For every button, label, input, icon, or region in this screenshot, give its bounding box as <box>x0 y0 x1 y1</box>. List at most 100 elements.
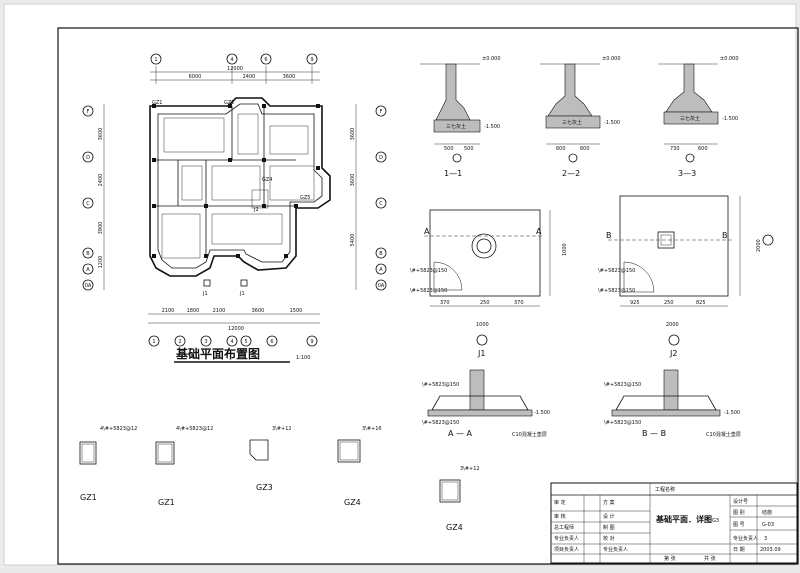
svg-text:1800: 1800 <box>187 308 200 314</box>
svg-text:-1.500: -1.500 <box>604 120 620 126</box>
svg-text:4\#+5823@12: 4\#+5823@12 <box>100 426 137 432</box>
svg-text:\#+5823@150: \#+5823@150 <box>604 420 641 426</box>
svg-text:第 张: 第 张 <box>664 555 676 562</box>
svg-text:-1.500: -1.500 <box>724 410 740 416</box>
svg-text:三七灰土: 三七灰土 <box>562 119 582 126</box>
column-gz3-label: GZ3 <box>256 483 273 492</box>
svg-text:\#+5823@150: \#+5823@150 <box>422 420 459 426</box>
svg-text:C: C <box>86 201 90 207</box>
drawing-frame <box>57 27 799 565</box>
dim-bottom-total: 12000 <box>228 326 244 332</box>
top-axis-bubbles: 1 4 6 9 <box>150 53 318 65</box>
svg-text:0A: 0A <box>378 283 385 289</box>
column-gz4-label: GZ4 <box>344 498 361 507</box>
svg-text:图 别: 图 别 <box>733 509 745 516</box>
svg-text:G3: G3 <box>712 518 719 524</box>
svg-text:0A: 0A <box>85 283 92 289</box>
section-b-b: \#+5823@150 \#+5823@150 -1.500 B — B C10… <box>604 369 741 438</box>
svg-text:B: B <box>722 231 728 240</box>
svg-text:2000: 2000 <box>756 239 762 252</box>
svg-text:\#+5823@150: \#+5823@150 <box>410 268 447 274</box>
svg-text:共 张: 共 张 <box>704 555 716 562</box>
column-details: 4\#+5823@12 GZ1 4\#+5823@12 GZ1 3\#+12 G… <box>79 426 480 532</box>
svg-text:\#+5823@150: \#+5823@150 <box>604 382 641 388</box>
svg-text:制 图: 制 图 <box>603 524 615 531</box>
section-3-3: ±0.000 -1.500 三七灰土 730 600 3—3 <box>658 56 739 178</box>
svg-text:\#+5823@150: \#+5823@150 <box>410 288 447 294</box>
svg-text:F: F <box>380 109 383 115</box>
svg-text:3600: 3600 <box>98 128 104 141</box>
svg-text:250: 250 <box>480 300 490 306</box>
plan-title: 基础平面布置图 <box>175 346 260 361</box>
svg-text:3900: 3900 <box>98 222 104 235</box>
svg-text:825: 825 <box>696 300 706 306</box>
svg-text:专业负责人: 专业负责人 <box>554 535 579 542</box>
svg-text:2000: 2000 <box>666 322 679 328</box>
plan-scale: 1:100 <box>296 355 310 361</box>
bottom-axis-bubbles: 1 2 3 4 5 6 9 <box>148 335 318 347</box>
svg-text:1000: 1000 <box>562 243 568 256</box>
svg-text:审 定: 审 定 <box>554 499 566 506</box>
svg-text:A: A <box>379 267 383 273</box>
tb-drawing-title: 基础平面．详图 <box>655 514 712 524</box>
svg-text:600: 600 <box>698 146 708 152</box>
svg-text:GZ4: GZ4 <box>446 523 463 532</box>
svg-text:B: B <box>379 251 383 257</box>
svg-text:\#+5823@150: \#+5823@150 <box>422 382 459 388</box>
svg-text:6000: 6000 <box>189 74 202 80</box>
svg-text:设 计: 设 计 <box>603 513 615 520</box>
svg-text:审 核: 审 核 <box>554 513 566 520</box>
svg-text:A: A <box>536 227 542 236</box>
section-1-1-label: 1—1 <box>444 169 462 178</box>
svg-text:J1: J1 <box>239 291 245 297</box>
plan-walls <box>149 97 331 277</box>
svg-text:-1.500: -1.500 <box>534 410 550 416</box>
column-gz4-a: 3\#+16 GZ4 <box>337 426 382 507</box>
svg-text:2100: 2100 <box>162 308 175 314</box>
svg-text:F: F <box>87 109 90 115</box>
svg-text:D: D <box>86 155 90 161</box>
svg-text:专业负责人: 专业负责人 <box>603 546 628 553</box>
svg-text:6: 6 <box>270 339 273 345</box>
svg-text:1: 1 <box>154 57 157 63</box>
svg-text:±0.000: ±0.000 <box>602 56 621 62</box>
svg-text:B: B <box>606 231 612 240</box>
svg-text:校 对: 校 对 <box>603 535 615 542</box>
svg-text:三七灰土: 三七灰土 <box>680 115 700 122</box>
svg-text:1200: 1200 <box>98 256 104 269</box>
svg-text:9: 9 <box>310 57 313 63</box>
footing-j2-label: J2 <box>669 349 677 358</box>
svg-text:600: 600 <box>580 146 590 152</box>
svg-text:3600: 3600 <box>350 128 356 141</box>
column-gz1-a: 4\#+5823@12 GZ1 <box>79 426 137 502</box>
svg-text:总工程师: 总工程师 <box>554 524 574 531</box>
dim-top-total: 12000 <box>227 66 243 72</box>
svg-text:\#+5823@150: \#+5823@150 <box>598 288 635 294</box>
svg-text:-1.500: -1.500 <box>722 116 738 122</box>
svg-text:2400: 2400 <box>243 74 256 80</box>
svg-text:600: 600 <box>556 146 566 152</box>
svg-text:三七灰土: 三七灰土 <box>446 123 466 130</box>
svg-text:4\#+5823@12: 4\#+5823@12 <box>176 426 213 432</box>
svg-text:-1.500: -1.500 <box>484 124 500 130</box>
column-gz4-b: 3\#+12 GZ4 <box>439 466 480 532</box>
svg-text:370: 370 <box>440 300 450 306</box>
title-block: 工程名称 基础平面．详图 G3 审 定 审 核 总工程师 专业负责人 项目负责人… <box>550 482 798 564</box>
svg-text:B: B <box>86 251 90 257</box>
svg-text:9: 9 <box>310 339 313 345</box>
tb-company: 工程名称 <box>655 486 675 493</box>
column-gz1-b: 4\#+5823@12 GZ1 <box>155 426 213 507</box>
svg-text:GZ1: GZ1 <box>158 498 175 507</box>
column-gz3: 3\#+12 GZ3 <box>249 426 292 492</box>
label-gz5: GZ5 <box>300 195 310 201</box>
label-gz2: GZ2 <box>224 100 234 106</box>
svg-text:1500: 1500 <box>290 308 303 314</box>
svg-text:3600: 3600 <box>252 308 265 314</box>
svg-text:3\#+12: 3\#+12 <box>272 426 292 432</box>
svg-text:项目负责人: 项目负责人 <box>554 546 579 553</box>
left-axis-bubbles: F D C B A 0A <box>82 105 94 291</box>
svg-text:C10混凝土垫层: C10混凝土垫层 <box>706 431 741 438</box>
column-gz1-label: GZ1 <box>80 493 97 502</box>
